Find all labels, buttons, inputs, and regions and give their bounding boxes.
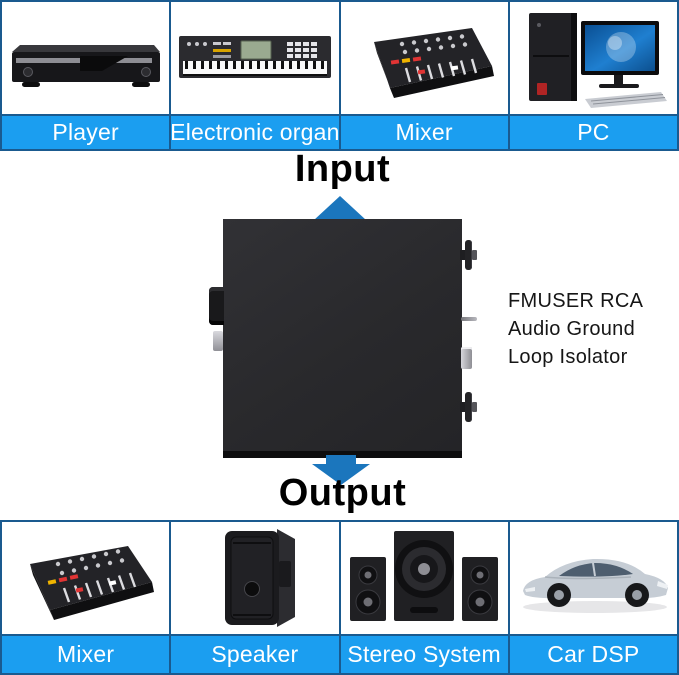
player-illustration	[2, 2, 170, 114]
device-label-car-dsp: Car DSP	[509, 634, 677, 673]
mixer-illustration	[340, 2, 508, 114]
input-cell-electronic-organ: Electronic organ	[169, 2, 339, 149]
device-label-electronic-organ: Electronic organ	[170, 114, 339, 149]
arrow-down-icon	[312, 455, 370, 485]
output-cell-stereo-system: Stereo System	[338, 522, 508, 673]
mixer-illustration-bottom	[2, 522, 170, 634]
rca-barrel-right-icon	[461, 347, 472, 369]
output-cell-speaker: Speaker	[169, 522, 339, 673]
input-cell-player: Player	[2, 2, 170, 149]
device-label-speaker: Speaker	[171, 634, 339, 673]
arrow-up-icon	[314, 196, 366, 220]
speaker-illustration	[171, 522, 339, 634]
stereo-system-icon	[350, 531, 499, 621]
device-label-mixer-top: Mixer	[340, 114, 508, 149]
product-name-line-3: Loop Isolator	[508, 346, 628, 368]
output-cell-car-dsp: Car DSP	[507, 522, 677, 673]
car-dsp-illustration	[509, 522, 677, 634]
speaker-icon	[224, 529, 295, 627]
product-name-line-2: Audio Ground	[508, 318, 636, 340]
input-label: Input	[294, 148, 391, 190]
isolator-product-image	[209, 219, 477, 458]
input-cell-pc: PC	[507, 2, 677, 149]
output-devices-row: Mixer Speaker	[0, 520, 679, 675]
product-name: FMUSER RCA Audio Ground Loop Isolator	[508, 287, 643, 371]
mixer-icon	[374, 28, 495, 98]
device-label-stereo-system: Stereo System	[340, 634, 508, 673]
car-dsp-icon	[523, 558, 669, 613]
input-cell-mixer: Mixer	[338, 2, 508, 149]
pc-icon	[529, 13, 668, 108]
device-label-player: Player	[2, 114, 170, 149]
stereo-system-illustration	[340, 522, 508, 634]
output-cell-mixer: Mixer	[2, 522, 170, 673]
left-connector-icon	[209, 287, 224, 325]
output-label: Output	[278, 472, 407, 514]
switch-pin-icon	[461, 317, 477, 321]
input-devices-row: Player	[0, 0, 679, 151]
device-label-pc: PC	[509, 114, 677, 149]
electronic-organ-illustration	[171, 2, 339, 114]
rca-connector-bottom-right-icon	[460, 392, 477, 422]
mixer-icon	[29, 546, 154, 620]
left-barrel-icon	[213, 331, 223, 351]
pc-illustration	[509, 2, 677, 114]
rca-connector-top-right-icon	[460, 240, 477, 270]
electronic-organ-icon	[178, 35, 331, 78]
device-label-mixer-bottom: Mixer	[2, 634, 170, 673]
product-name-line-1: FMUSER RCA	[508, 290, 644, 312]
player-icon	[11, 44, 160, 87]
